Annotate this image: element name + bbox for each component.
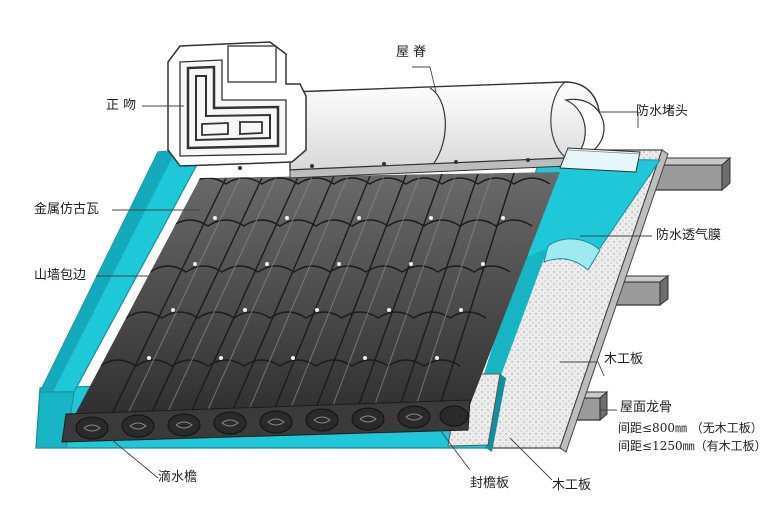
waterproof-plug (559, 98, 641, 173)
label-spacing-with-board: 间距≤1250㎜（有木工板） (618, 439, 767, 453)
label-spacing-no-board: 间距≤800㎜ （无木工板） (618, 421, 763, 435)
ridge-cap (238, 81, 601, 179)
label-drip-eave: 滴水檐 (158, 470, 198, 485)
label-gable-flashing: 山墙包边 (34, 268, 87, 283)
label-waterproof-plug: 防水堵头 (636, 104, 689, 119)
label-wood-board-lower: 木工板 (552, 478, 592, 493)
label-ridge: 屋 脊 (396, 45, 427, 60)
label-membrane: 防水透气膜 (656, 228, 722, 243)
wood-board (481, 149, 669, 453)
label-ridge-end: 正 吻 (106, 98, 137, 113)
waterproof-membrane (469, 157, 661, 381)
label-eave-board: 封檐板 (470, 476, 510, 491)
ridge-end-ornament (167, 41, 307, 167)
tile-field (72, 172, 560, 420)
label-tile: 金属仿古瓦 (34, 202, 100, 217)
label-purlin: 屋面龙骨 (620, 400, 673, 415)
gable-flashing (35, 147, 208, 449)
leader-lines (96, 66, 652, 481)
label-wood-board-upper: 木工板 (604, 352, 644, 367)
drip-eave (61, 399, 471, 443)
